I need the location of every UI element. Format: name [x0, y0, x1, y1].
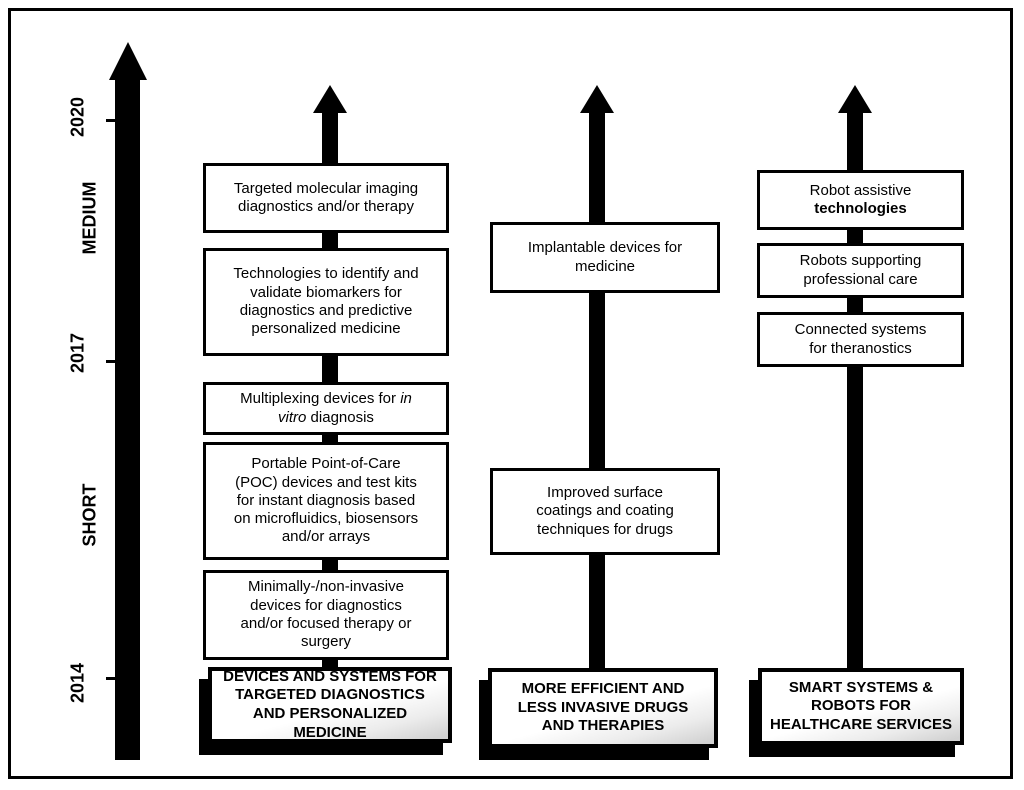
- roadmap-box-c3-robot-assistive: Robot assistive technologies: [757, 170, 964, 230]
- column3-title-box: SMART SYSTEMS & ROBOTS FOR HEALTHCARE SE…: [758, 668, 964, 745]
- roadmap-box-c2-coatings: Improved surface coatings and coating te…: [490, 468, 720, 555]
- roadmap-box-c1-multiplexing: Multiplexing devices for in vitro diagno…: [203, 382, 449, 435]
- roadmap-box-c1-noninvasive: Minimally-/non-invasive devices for diag…: [203, 570, 449, 660]
- box-text: Implantable devices for medicine: [527, 239, 683, 275]
- column2-arrow-shaft: [589, 108, 605, 680]
- roadmap-box-c1-biomarkers: Technologies to identify and validate bi…: [203, 248, 449, 356]
- box-text: Robot assistive technologies: [810, 182, 912, 219]
- column1-title-box: DEVICES AND SYSTEMS FOR TARGETED DIAGNOS…: [208, 667, 452, 743]
- column-title: DEVICES AND SYSTEMS FOR TARGETED DIAGNOS…: [223, 667, 437, 741]
- axis-tick-2017: [106, 360, 115, 363]
- box-text-italic: in vitro: [278, 390, 412, 426]
- axis-year-2014: 2014: [67, 662, 88, 704]
- box-text-pre: Multiplexing devices for: [240, 390, 401, 408]
- roadmap-box-c3-connected-systems: Connected systems for theranostics: [757, 312, 964, 367]
- axis-year-2017: 2017: [67, 332, 88, 374]
- column-title: MORE EFFICIENT AND LESS INVASIVE DRUGS A…: [517, 680, 689, 735]
- roadmap-box-c1-poc-devices: Portable Point-of-Care (POC) devices and…: [203, 442, 449, 560]
- box-text-bold: technologies: [814, 200, 907, 217]
- box-text: Technologies to identify and validate bi…: [233, 265, 419, 338]
- time-axis-arrowhead-icon: [109, 42, 147, 80]
- box-text-pre: Robot assistive: [809, 181, 912, 199]
- axis-tick-2014: [106, 677, 115, 680]
- roadmap-box-c3-robots-care: Robots supporting professional care: [757, 243, 964, 298]
- axis-period-medium: MEDIUM: [79, 181, 100, 255]
- axis-period-short: SHORT: [79, 483, 100, 547]
- box-text: Minimally-/non-invasive devices for diag…: [240, 578, 412, 651]
- box-text: Multiplexing devices for in vitro diagno…: [240, 390, 412, 427]
- box-text: Robots supporting professional care: [799, 252, 922, 288]
- axis-tick-2020: [106, 119, 115, 122]
- column2-title-box: MORE EFFICIENT AND LESS INVASIVE DRUGS A…: [488, 668, 718, 748]
- diagram-border: [8, 8, 1013, 779]
- box-text: Targeted molecular imaging diagnostics a…: [233, 179, 419, 215]
- box-text-post: diagnosis: [306, 408, 374, 426]
- box-text: Portable Point-of-Care (POC) devices and…: [233, 455, 419, 546]
- roadmap-box-c2-implantable: Implantable devices for medicine: [490, 222, 720, 293]
- roadmap-box-c1-targeted-imaging: Targeted molecular imaging diagnostics a…: [203, 163, 449, 233]
- box-text: Improved surface coatings and coating te…: [536, 484, 674, 538]
- box-text: Connected systems for theranostics: [794, 321, 927, 357]
- column-title: SMART SYSTEMS & ROBOTS FOR HEALTHCARE SE…: [770, 678, 952, 733]
- time-axis-shaft: [115, 76, 140, 760]
- axis-year-2020: 2020: [67, 96, 88, 138]
